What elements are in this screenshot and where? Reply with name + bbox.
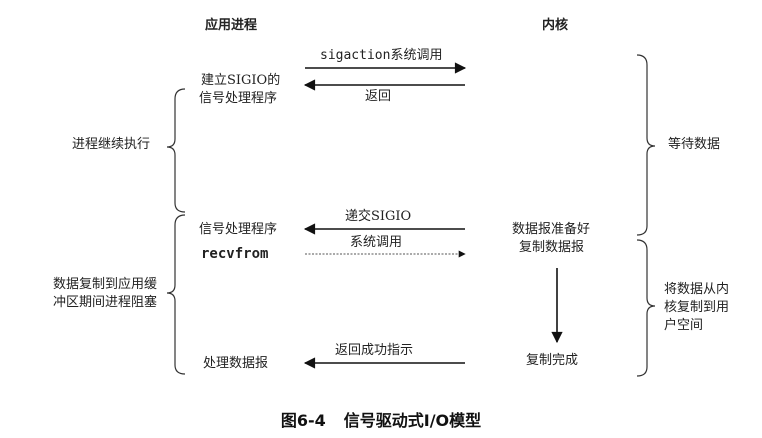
- phase-copy-line2: 核复制到用: [664, 300, 730, 315]
- label-return: 返回: [365, 89, 392, 104]
- figure-caption: 图6-4 信号驱动式I/O模型: [0, 407, 762, 431]
- header-app-process: 应用进程: [205, 18, 258, 33]
- phase-copy-block-line2: 冲区期间进程阻塞: [53, 295, 158, 310]
- label-syscall: 系统调用: [350, 235, 403, 250]
- phase-copy-line3: 户空间: [664, 318, 704, 333]
- app-setup-sigio-line2: 信号处理程序: [199, 91, 278, 106]
- phase-copy-line1: 将数据从内: [664, 282, 730, 297]
- kernel-datagram-ready: 数据报准备好: [512, 222, 591, 237]
- brace-left-continue: [166, 88, 186, 213]
- app-recvfrom: recvfrom: [201, 246, 269, 262]
- phase-wait-for-data: 等待数据: [668, 137, 721, 152]
- label-return-success: 返回成功指示: [335, 343, 414, 358]
- brace-right-wait: [636, 54, 656, 236]
- app-process-datagram: 处理数据报: [203, 356, 269, 371]
- phase-process-continues: 进程继续执行: [72, 137, 151, 152]
- app-setup-sigio-line1: 建立SIGIO的: [201, 73, 281, 88]
- app-signal-handler: 信号处理程序: [199, 222, 278, 237]
- figure-title: 信号驱动式I/O模型: [343, 411, 482, 430]
- brace-left-block: [166, 214, 186, 375]
- kernel-copy-datagram: 复制数据报: [519, 240, 585, 255]
- header-kernel: 内核: [542, 18, 569, 33]
- label-deliver-sigio: 递交SIGIO: [345, 209, 412, 224]
- phase-copy-block-line1: 数据复制到应用缓: [53, 277, 158, 292]
- brace-right-copy: [636, 239, 656, 377]
- kernel-copy-complete: 复制完成: [526, 353, 579, 368]
- figure-number: 图6-4: [280, 411, 326, 430]
- label-sigaction-call: sigaction系统调用: [320, 48, 443, 63]
